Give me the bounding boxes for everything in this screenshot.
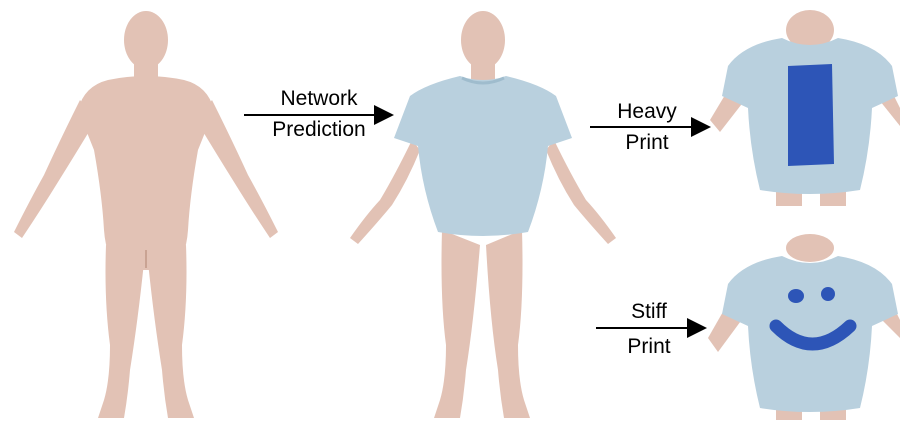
heavy-print-patch	[788, 64, 834, 166]
network-label-line2: Prediction	[254, 118, 384, 142]
body-right-leg	[148, 245, 194, 418]
heavy-print-closeup	[710, 10, 900, 206]
stiff-label-line1: Stiff	[604, 300, 694, 324]
heavy-label-line2: Print	[602, 131, 692, 155]
dressed-body-figure	[350, 11, 616, 418]
body-left-leg	[98, 245, 144, 418]
stiff-print-closeup	[708, 234, 900, 420]
body-figure	[14, 11, 278, 418]
smiley-right-eye	[821, 287, 835, 301]
heavy-label-line1: Heavy	[602, 100, 692, 124]
predicted-tshirt	[394, 76, 572, 236]
body-left-arm	[14, 100, 96, 238]
body-torso	[78, 76, 214, 270]
smiley-left-eye	[788, 289, 804, 303]
stiff-label-line2: Print	[604, 335, 694, 359]
network-label-line1: Network	[254, 87, 384, 111]
